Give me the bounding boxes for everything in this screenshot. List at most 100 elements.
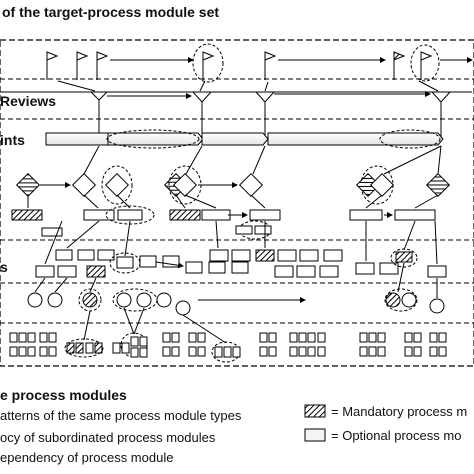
sub-module xyxy=(254,225,272,235)
activity-node xyxy=(429,298,445,314)
legend-optional-label: = Optional process mo xyxy=(331,428,461,443)
connector-line xyxy=(403,220,416,251)
decision-diamond xyxy=(425,172,451,198)
module-box xyxy=(55,249,73,261)
process-bar-mandatory xyxy=(169,209,201,221)
decision-diamond xyxy=(104,172,130,198)
legend-swatch-optional xyxy=(304,428,326,442)
task-grid xyxy=(66,342,103,354)
sub-module xyxy=(235,225,253,235)
module-box xyxy=(139,255,157,268)
connector-line xyxy=(44,220,63,265)
connector-line xyxy=(437,145,442,175)
task-grid xyxy=(214,332,447,358)
module-box xyxy=(277,249,297,262)
phase-segment xyxy=(201,132,269,146)
legend-mandatory-label: = Mandatory process m xyxy=(331,404,467,419)
module-box xyxy=(231,261,249,274)
activity-node xyxy=(175,300,191,316)
flag-icon xyxy=(264,51,277,80)
highlight-ellipse xyxy=(101,165,133,205)
connector-line xyxy=(34,277,46,293)
flag-icon xyxy=(96,51,109,80)
module-box-mandatory xyxy=(395,251,413,263)
decision-diamond xyxy=(355,172,381,198)
process-bar xyxy=(83,209,115,221)
connector-line xyxy=(215,220,219,249)
process-bar xyxy=(201,209,231,221)
module-box-mandatory xyxy=(86,265,106,278)
highlight-ellipse xyxy=(410,44,440,82)
lane-label-points: ints xyxy=(0,132,25,148)
activity-node xyxy=(136,292,152,308)
activity-node xyxy=(116,292,132,308)
legend-line-patterns: atterns of the same process module types xyxy=(0,408,242,423)
flag-icon xyxy=(76,51,89,80)
legend-line-subordinated: ocy of subordinated process modules xyxy=(0,430,216,445)
connector-line xyxy=(133,307,145,335)
module-box xyxy=(379,262,399,275)
activity-node xyxy=(27,292,43,308)
lane-label-modules: s xyxy=(0,259,8,275)
connector-line xyxy=(175,194,186,209)
decision-diamond xyxy=(15,172,41,198)
review-milestone xyxy=(254,91,276,140)
activity-node-mandatory xyxy=(385,292,401,308)
highlight-ellipse xyxy=(106,129,200,149)
process-bar xyxy=(349,209,383,221)
module-box xyxy=(162,255,180,268)
connector-line xyxy=(185,145,203,175)
connector-line xyxy=(66,220,100,249)
flow-arrow xyxy=(155,261,184,269)
module-box xyxy=(35,265,55,278)
process-bar-mandatory xyxy=(11,209,43,221)
connector-line xyxy=(54,277,68,293)
connector-line xyxy=(182,314,227,344)
module-set-frame xyxy=(0,39,474,367)
module-box-mandatory xyxy=(255,249,275,262)
connector-line xyxy=(250,194,266,209)
review-milestone xyxy=(430,91,452,140)
module-box xyxy=(231,249,251,262)
phase-segment xyxy=(267,132,444,146)
flag-icon xyxy=(46,51,59,80)
decision-diamond xyxy=(71,172,97,198)
connector-line xyxy=(83,194,99,209)
flag-icon xyxy=(202,51,215,80)
module-box xyxy=(97,249,115,261)
connector-line xyxy=(414,194,439,209)
module-box xyxy=(77,249,95,261)
decision-diamond xyxy=(369,172,395,198)
process-bar xyxy=(117,209,143,221)
connector-line xyxy=(418,80,439,92)
module-box xyxy=(427,265,447,278)
process-bar xyxy=(394,209,436,221)
flag-icon xyxy=(420,51,433,80)
decision-diamond xyxy=(238,172,264,198)
legend-line-dependency: ependency of process module xyxy=(0,450,173,465)
phase-segment xyxy=(107,132,204,146)
highlight-ellipse xyxy=(379,129,441,149)
flag-icon xyxy=(393,51,406,80)
highlight-ellipse xyxy=(384,288,418,312)
connector-line xyxy=(123,307,135,335)
module-box xyxy=(208,261,226,274)
module-box xyxy=(355,262,375,275)
connector-line xyxy=(124,220,131,257)
decision-diamond xyxy=(172,172,198,198)
module-box xyxy=(116,256,134,269)
activity-node xyxy=(47,292,63,308)
module-box xyxy=(323,249,343,262)
module-box xyxy=(296,265,316,278)
diagram-title: of the target-process module set xyxy=(2,4,219,20)
connector-line xyxy=(57,80,96,92)
phase-segment xyxy=(45,132,114,146)
module-box xyxy=(319,265,339,278)
task-grid xyxy=(9,332,57,357)
activity-node xyxy=(401,292,417,308)
connector-line xyxy=(83,310,91,341)
sub-module xyxy=(41,227,63,237)
connector-line xyxy=(184,194,217,209)
